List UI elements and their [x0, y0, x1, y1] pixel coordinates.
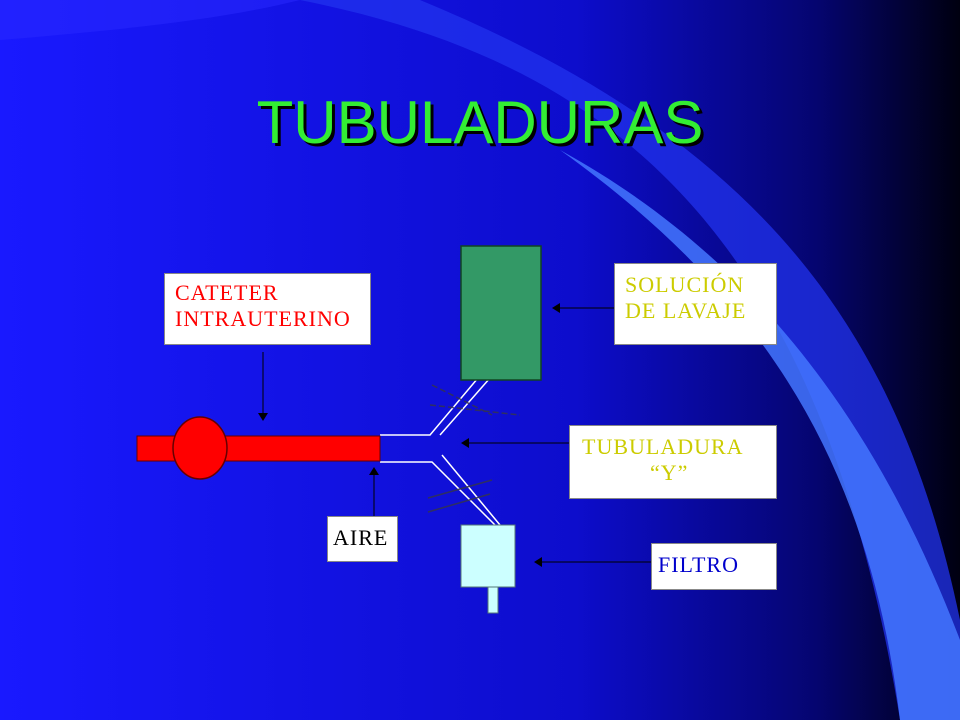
- filter-label-text: FILTRO: [658, 552, 739, 577]
- catheter-label: CATETER INTRAUTERINO: [164, 273, 371, 345]
- filter: [460, 524, 516, 588]
- filter-outlet: [487, 586, 499, 614]
- solution-label-line2: DE LAVAJE: [625, 298, 747, 323]
- decorative-swoosh-highlight: [560, 150, 960, 720]
- tubing-label-line1: TUBULADURA: [582, 434, 744, 459]
- catheter-balloon: [172, 416, 228, 480]
- solution-label: SOLUCIÓN DE LAVAJE: [614, 263, 777, 345]
- tubing-label: TUBULADURA “Y”: [569, 425, 777, 499]
- solution-bag: [460, 245, 542, 381]
- air-label-text: AIRE: [333, 525, 389, 550]
- air-label: AIRE: [327, 516, 398, 562]
- tubing-label-line2: “Y”: [650, 460, 689, 485]
- tubing-clamps: [427, 384, 521, 513]
- solution-label-line1: SOLUCIÓN: [625, 272, 745, 297]
- catheter-label-line1: CATETER: [175, 280, 279, 305]
- catheter-label-line2: INTRAUTERINO: [175, 306, 351, 331]
- slide-title: TUBULADURAS: [256, 89, 704, 156]
- filter-label: FILTRO: [651, 543, 777, 590]
- y-tubing: [380, 377, 501, 526]
